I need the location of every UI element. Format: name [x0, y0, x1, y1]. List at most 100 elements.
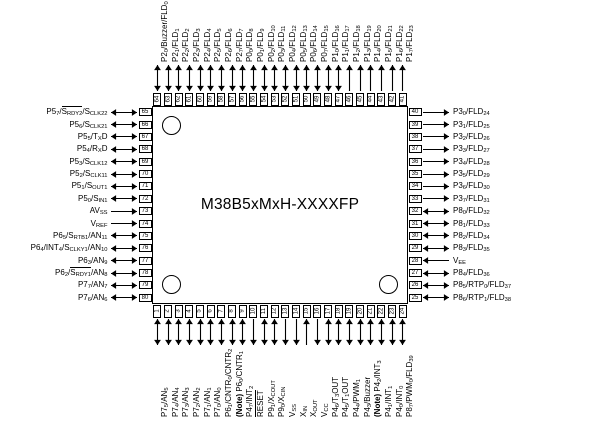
pin-arrow-54: [260, 64, 269, 91]
pin-pad-13[interactable]: 13: [281, 304, 290, 318]
pin-pad-8[interactable]: 8: [228, 304, 236, 318]
pin-pad-41[interactable]: 41: [398, 92, 407, 106]
pin-pad-12[interactable]: 12: [270, 304, 279, 318]
pin-pad-57[interactable]: 57: [228, 92, 236, 106]
pin-pad-40[interactable]: 40: [408, 108, 422, 117]
pin-pad-15[interactable]: 15: [302, 304, 311, 318]
pin-pad-5[interactable]: 5: [196, 304, 204, 318]
part-number-label: M38B5xMxH-XXXXFP: [200, 196, 360, 213]
pin-pad-30[interactable]: 30: [408, 231, 422, 240]
pin-pad-37[interactable]: 37: [408, 145, 422, 154]
pin-arrow-36: [423, 157, 449, 166]
pin-label-54: P02/FLD10: [266, 24, 277, 62]
pin-pad-58[interactable]: 58: [217, 92, 226, 106]
corner-marker-bottom-right: [379, 275, 398, 294]
pin-pad-74[interactable]: 74: [138, 219, 152, 228]
pin-pad-60[interactable]: 60: [196, 92, 204, 106]
pin-pad-11[interactable]: 11: [260, 304, 268, 318]
pin-pad-4[interactable]: 4: [185, 304, 194, 318]
pin-pad-20[interactable]: 20: [356, 304, 364, 318]
pin-pad-64[interactable]: 64: [153, 92, 162, 106]
pin-pad-34[interactable]: 34: [408, 182, 422, 191]
pin-pad-56[interactable]: 56: [238, 92, 247, 106]
pin-pad-31[interactable]: 31: [408, 219, 422, 228]
pin-pad-43[interactable]: 43: [377, 92, 386, 106]
pin-pad-35[interactable]: 35: [408, 170, 422, 179]
pin-pad-9[interactable]: 9: [238, 304, 247, 318]
pin-pad-54[interactable]: 54: [260, 92, 268, 106]
pin-pad-2[interactable]: 2: [164, 304, 172, 318]
pin-pad-22[interactable]: 22: [377, 304, 386, 318]
pin-pad-27[interactable]: 27: [408, 269, 422, 278]
pin-label-35: P35/FLD29: [453, 169, 490, 180]
pin-pad-38[interactable]: 38: [408, 132, 422, 141]
pin-pad-69[interactable]: 69: [138, 157, 152, 166]
pin-pad-36[interactable]: 36: [408, 157, 422, 166]
pin-pad-65[interactable]: 65: [138, 108, 152, 117]
pin-pad-6[interactable]: 6: [206, 304, 215, 318]
pin-pad-75[interactable]: 75: [138, 231, 152, 240]
pin-pad-44[interactable]: 44: [366, 92, 375, 106]
pin-arrow-46: [345, 64, 354, 91]
pin-pad-67[interactable]: 67: [138, 132, 152, 141]
pin-pad-53[interactable]: 53: [270, 92, 279, 106]
pin-pad-19[interactable]: 19: [345, 304, 354, 318]
pin-pad-21[interactable]: 21: [366, 304, 375, 318]
pin-pad-16[interactable]: 16: [313, 304, 322, 318]
pin-arrow-20: [356, 319, 365, 345]
pin-pad-52[interactable]: 52: [281, 92, 290, 106]
pin-pad-72[interactable]: 72: [138, 194, 152, 203]
pin-pad-46[interactable]: 46: [345, 92, 354, 106]
pin-arrow-16: [313, 319, 322, 345]
pin-pad-80[interactable]: 80: [138, 293, 152, 302]
pin-arrow-1: [153, 319, 162, 345]
pin-pad-70[interactable]: 70: [138, 170, 152, 179]
pin-pad-28[interactable]: 28: [408, 256, 422, 265]
pin-arrow-51: [292, 64, 301, 91]
pin-pad-39[interactable]: 39: [408, 120, 422, 129]
pin-pad-1[interactable]: 1: [153, 304, 162, 318]
pin-pad-55[interactable]: 55: [249, 92, 258, 106]
pin-pad-3[interactable]: 3: [174, 304, 183, 318]
pin-pad-78[interactable]: 78: [138, 269, 152, 278]
pin-pad-17[interactable]: 17: [324, 304, 332, 318]
pin-label-29: P83/FLD35: [453, 243, 490, 254]
pin-pad-26[interactable]: 26: [408, 281, 422, 290]
pin-pad-18[interactable]: 18: [334, 304, 343, 318]
pin-pad-25[interactable]: 25: [408, 293, 422, 302]
pin-pad-73[interactable]: 73: [138, 207, 152, 216]
pin-arrow-45: [356, 64, 365, 91]
pin-pad-48[interactable]: 48: [324, 92, 332, 106]
pin-pad-62[interactable]: 62: [174, 92, 183, 106]
pin-pad-42[interactable]: 42: [388, 92, 396, 106]
pin-pad-61[interactable]: 61: [185, 92, 194, 106]
pin-pad-71[interactable]: 71: [138, 182, 152, 191]
pin-pad-63[interactable]: 63: [164, 92, 172, 106]
pin-label-49: P07/FLD15: [319, 24, 330, 62]
pin-pad-50[interactable]: 50: [302, 92, 311, 106]
pin-arrow-67: [110, 132, 137, 141]
pin-pad-79[interactable]: 79: [138, 281, 152, 290]
pin-pad-29[interactable]: 29: [408, 244, 422, 253]
pin-arrow-12: [270, 319, 279, 345]
pin-pad-14[interactable]: 14: [292, 304, 300, 318]
pin-arrow-70: [110, 170, 137, 179]
pin-pad-66[interactable]: 66: [138, 120, 152, 129]
pin-arrow-56: [238, 64, 247, 91]
pin-pad-76[interactable]: 76: [138, 244, 152, 253]
pin-pad-24[interactable]: 24: [398, 304, 407, 318]
pin-pad-32[interactable]: 32: [408, 207, 422, 216]
pin-pad-77[interactable]: 77: [138, 256, 152, 265]
pin-pad-23[interactable]: 23: [388, 304, 396, 318]
pin-pad-51[interactable]: 51: [292, 92, 300, 106]
pin-pad-45[interactable]: 45: [356, 92, 364, 106]
pin-pad-47[interactable]: 47: [334, 92, 343, 106]
pin-label-1: P75/AN5: [159, 387, 170, 417]
pin-pad-7[interactable]: 7: [217, 304, 226, 318]
pin-pad-33[interactable]: 33: [408, 194, 422, 203]
pin-pad-59[interactable]: 59: [206, 92, 215, 106]
pin-pad-49[interactable]: 49: [313, 92, 322, 106]
pin-pad-10[interactable]: 10: [249, 304, 258, 318]
pin-pad-68[interactable]: 68: [138, 145, 152, 154]
